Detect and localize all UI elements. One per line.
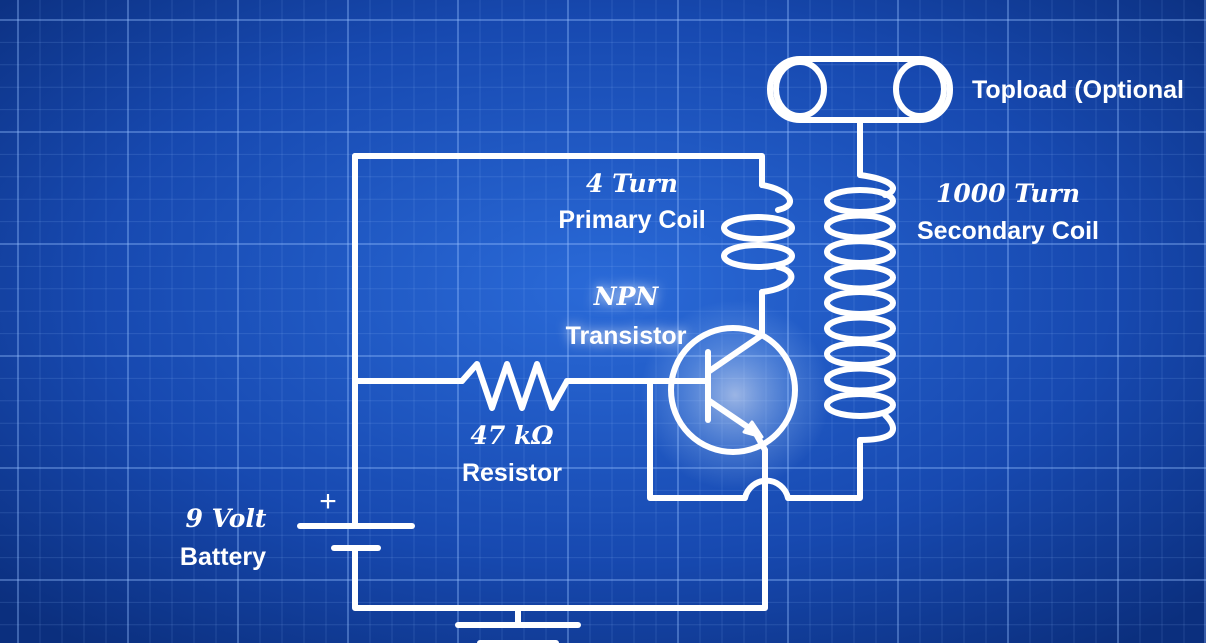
secondary-coil-turn — [824, 365, 896, 394]
secondary-coil-turn — [824, 289, 896, 317]
top-wire — [352, 153, 765, 188]
topload-label: Topload (Optional — [972, 76, 1184, 104]
resistor-label: Resistor — [462, 459, 562, 487]
secondary-coil-tail — [857, 412, 896, 443]
secondary-coil-turn — [824, 187, 896, 215]
npn-label: NPN — [593, 282, 660, 311]
circuit-wiring — [352, 117, 863, 611]
primary-turns-label: 4 Turn — [586, 169, 678, 198]
battery-voltage-label: 9 Volt — [186, 504, 267, 533]
secondary-coil — [824, 172, 896, 443]
secondary-coil-turn — [824, 212, 896, 241]
secondary-coil-turn — [824, 391, 896, 419]
secondary-coil-label: Secondary Coil — [917, 217, 1099, 245]
secondary-coil-turn — [824, 263, 896, 292]
secondary-turns-label: 1000 Turn — [936, 179, 1080, 208]
secondary-coil-turn — [824, 314, 896, 343]
resistor-symbol — [459, 361, 570, 411]
secondary-coil-turn — [824, 340, 896, 368]
battery-positive-sign: + — [319, 485, 337, 518]
bottom-wire — [352, 512, 768, 611]
secondary-coil-turn — [824, 238, 896, 266]
ground-symbol — [455, 605, 581, 643]
primary-coil — [721, 182, 795, 295]
battery-label: Battery — [180, 543, 266, 571]
topload — [767, 56, 953, 123]
resistor-value-label: 47 kΩ — [470, 421, 554, 450]
battery-symbol — [297, 523, 415, 551]
npn-transistor-symbol — [668, 325, 798, 455]
transistor-label: Transistor — [566, 322, 687, 350]
primary-coil-label: Primary Coil — [558, 206, 705, 234]
